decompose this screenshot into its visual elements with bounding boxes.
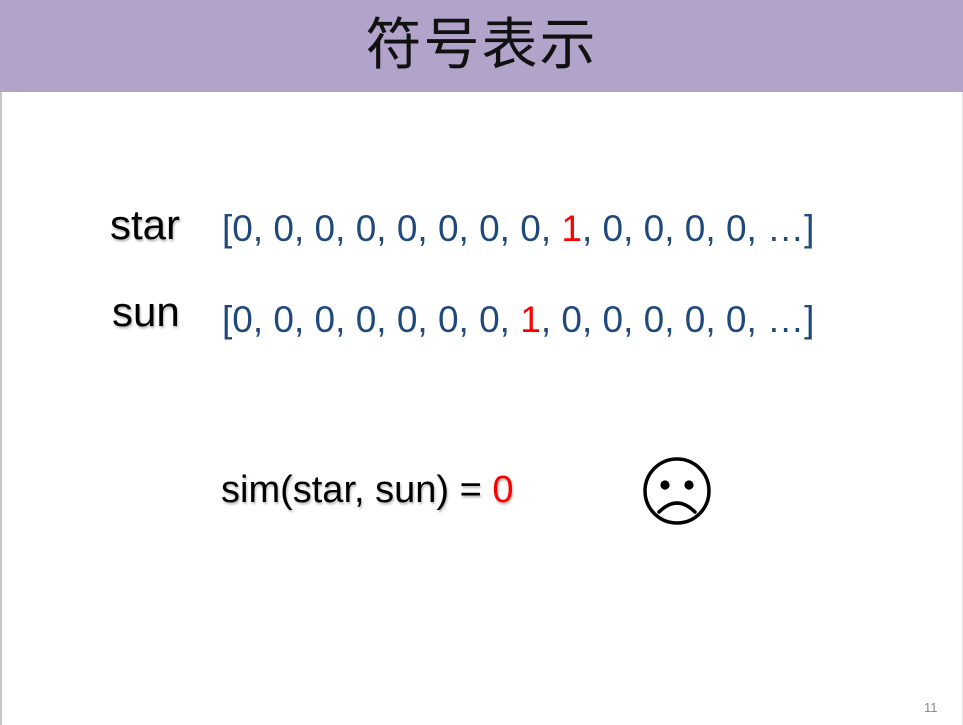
one-hot-vector-star: [0, 0, 0, 0, 0, 0, 0, 0, 1, 0, 0, 0, 0, … — [222, 210, 814, 247]
one-hot-vector-sun: [0, 0, 0, 0, 0, 0, 0, 1, 0, 0, 0, 0, 0, … — [222, 301, 814, 338]
vector-prefix: [0, 0, 0, 0, 0, 0, 0, — [222, 299, 521, 340]
vector-prefix: [0, 0, 0, 0, 0, 0, 0, 0, — [222, 208, 562, 249]
sad-face-icon — [643, 457, 711, 525]
word-label-sun: sun — [112, 288, 180, 335]
slide-title: 符号表示 — [365, 13, 598, 78]
slide-left-edge — [0, 92, 2, 725]
vector-hot-value: 1 — [561, 208, 582, 249]
word-label-star: star — [110, 201, 181, 248]
vector-suffix: , 0, 0, 0, 0, …] — [581, 208, 815, 249]
similarity-expression: sim(star, sun) = — [221, 469, 493, 511]
similarity-value: 0 — [492, 469, 514, 511]
vector-suffix: , 0, 0, 0, 0, 0, …] — [540, 299, 815, 340]
vector-hot-value: 1 — [520, 299, 541, 340]
page-number: 11 — [924, 700, 938, 715]
title-band: 符号表示 — [0, 0, 963, 92]
similarity-equation: sim(star, sun) = 0 — [221, 471, 513, 509]
